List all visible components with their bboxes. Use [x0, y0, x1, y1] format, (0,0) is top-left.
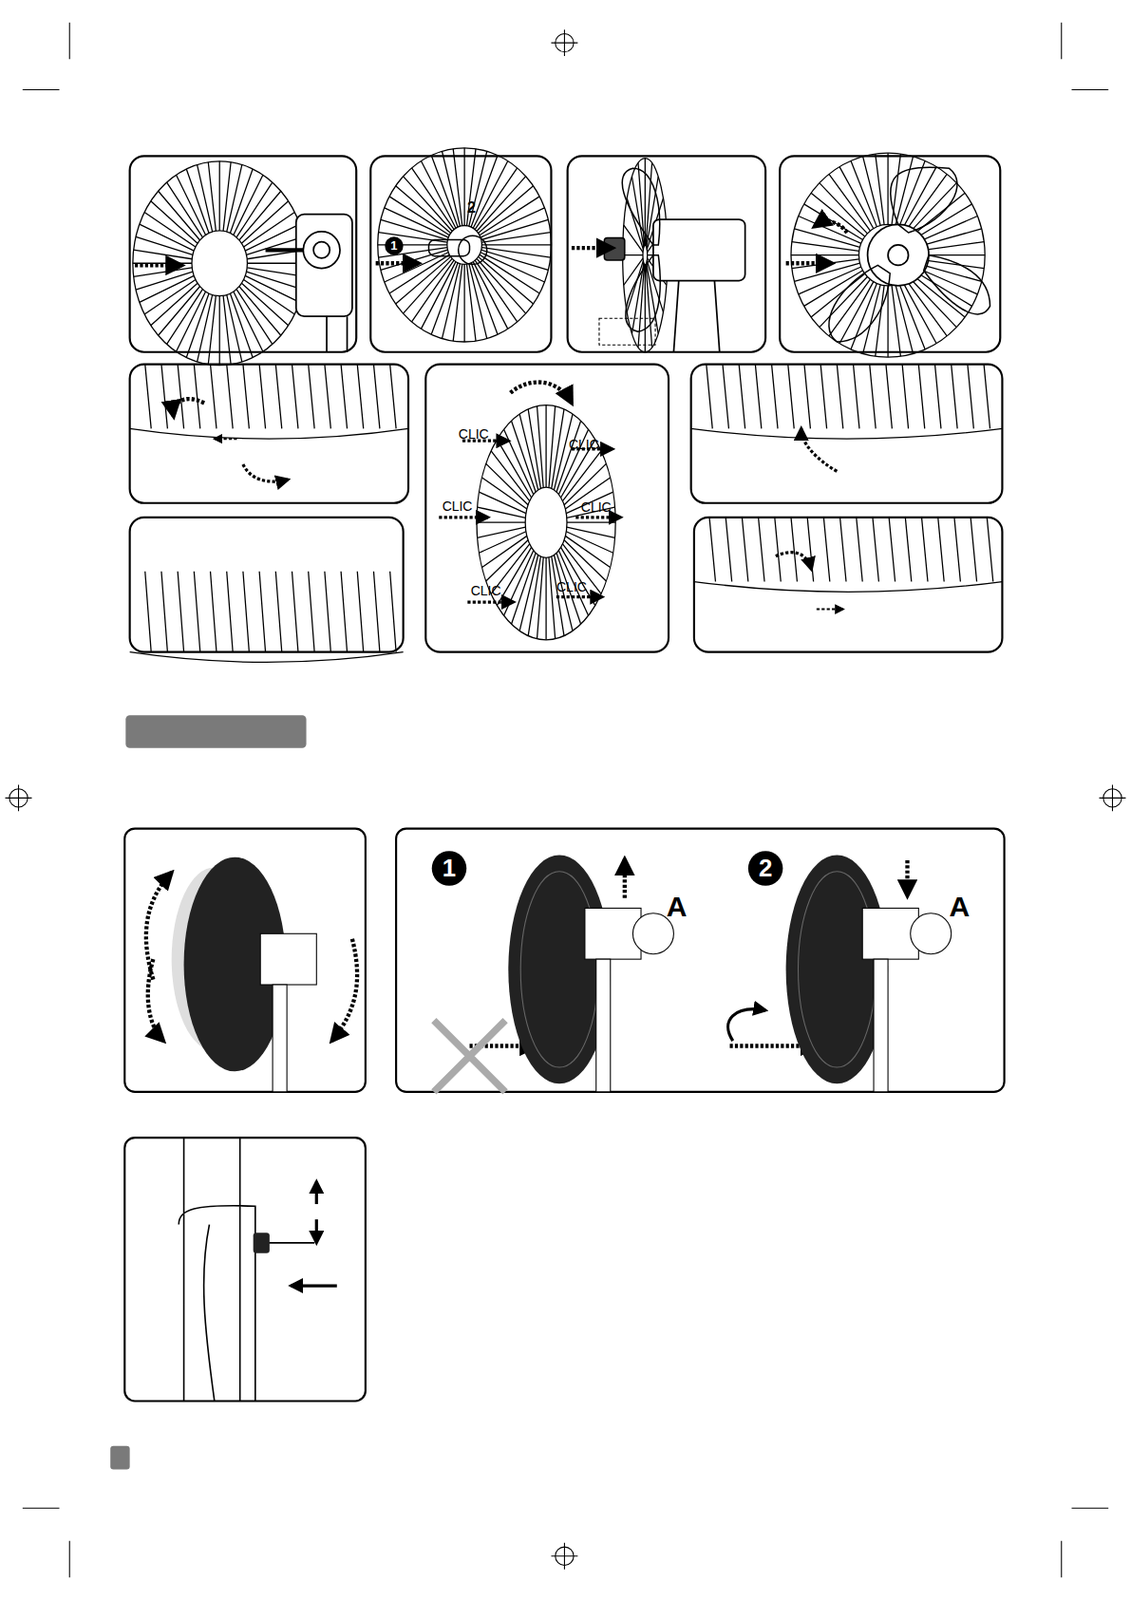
- fan-grill: [130, 148, 1003, 663]
- page-number-box: [110, 1446, 130, 1471]
- panel-frame: [124, 155, 1004, 1401]
- click-label: CLIC: [442, 500, 473, 514]
- step-number: 1: [442, 856, 456, 882]
- direction-arrow: [290, 1181, 337, 1286]
- click-label: CLIC: [458, 428, 490, 442]
- grill-spoke: [132, 161, 307, 366]
- step-number: 2: [758, 856, 773, 882]
- grill-spoke: [377, 148, 552, 342]
- step-number: 2: [467, 199, 476, 215]
- grill-closeup: [694, 517, 1003, 592]
- cross-mark: [433, 1020, 506, 1093]
- grill-ring: [132, 161, 307, 366]
- grill-ring: [525, 487, 567, 558]
- click-label: CLIC: [568, 438, 600, 453]
- step-badge: [748, 850, 784, 886]
- grill-closeup: [130, 571, 404, 663]
- fan-motor: [265, 214, 930, 353]
- click-label: CLIC: [556, 581, 587, 595]
- grill-ring: [791, 152, 985, 358]
- grill-ring: [377, 148, 552, 342]
- step-badge: [432, 850, 468, 886]
- click-label: CLIC: [581, 501, 612, 515]
- grill-spoke: [791, 152, 985, 358]
- step-badge: [384, 236, 403, 255]
- part-letter: A: [666, 891, 688, 921]
- fan-head: [171, 855, 952, 1093]
- click-label: CLIC: [471, 584, 502, 599]
- grill-ring: [447, 225, 483, 264]
- fan-blade: [429, 167, 991, 342]
- step-number: 1: [390, 240, 397, 253]
- leader-line: [263, 1242, 315, 1245]
- grill-spoke: [476, 405, 616, 641]
- detail-box: [599, 318, 656, 345]
- registration-mark: [5, 29, 1127, 1570]
- grill-ring: [642, 245, 648, 264]
- height-knob: [253, 1232, 270, 1253]
- grill-ring: [191, 230, 247, 297]
- fan-pole: [178, 1137, 256, 1401]
- crop-mark: [22, 22, 1109, 1579]
- part-letter: A: [949, 891, 971, 921]
- grill-closeup: [691, 364, 1003, 439]
- grill-closeup: [130, 364, 409, 439]
- section-bar: [125, 715, 306, 748]
- grill-ring: [476, 405, 616, 641]
